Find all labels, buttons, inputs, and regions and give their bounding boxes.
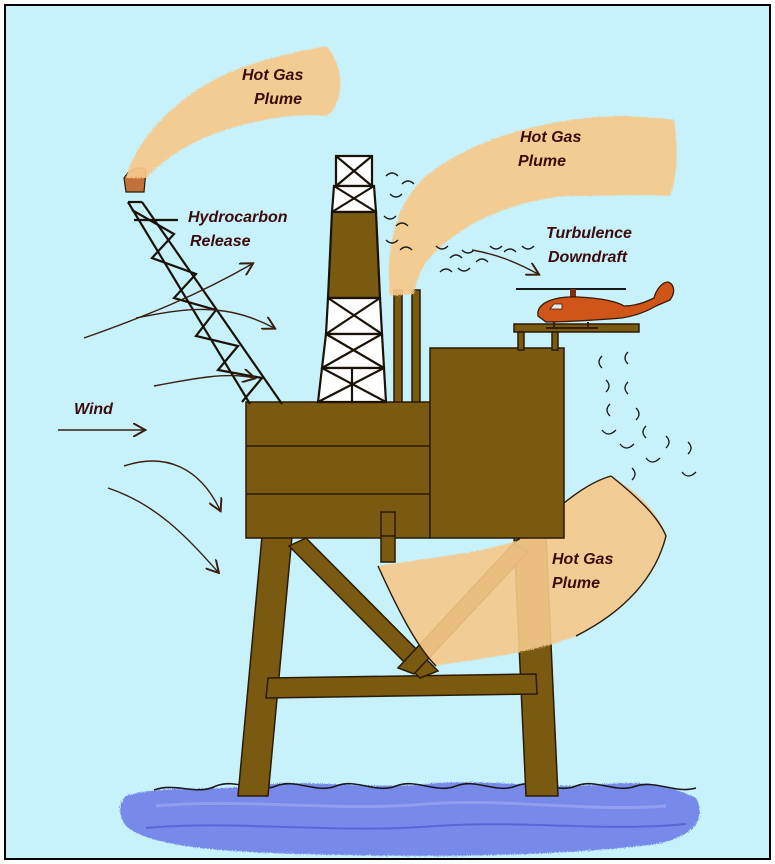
label-turbulence-downdraft: Turbulence Downdraft [546, 225, 636, 266]
exhaust-stacks [394, 290, 420, 402]
label-hydrocarbon-release: Hydrocarbon Release [188, 209, 292, 250]
plume-top-left [126, 46, 340, 178]
platform-diagram: Hot Gas Plume Hot Gas Plume Hydrocarbon … [6, 6, 769, 858]
platform-decks [246, 348, 564, 562]
drilling-derrick [318, 156, 386, 402]
diagram-canvas: Hot Gas Plume Hot Gas Plume Hydrocarbon … [4, 4, 771, 860]
helicopter-icon [516, 282, 674, 328]
sea-surface [120, 782, 700, 856]
label-wind: Wind [74, 401, 114, 418]
